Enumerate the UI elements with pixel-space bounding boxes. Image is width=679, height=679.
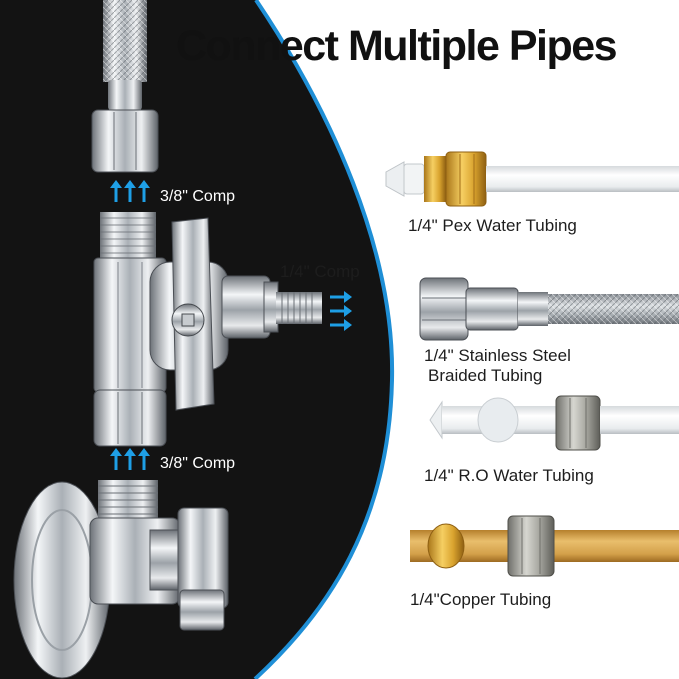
copper-tubing-illustration bbox=[410, 515, 679, 577]
angle-stop-valve bbox=[13, 480, 229, 679]
arrow-right-icon bbox=[330, 291, 352, 331]
ro-water-tubing-illustration bbox=[429, 395, 679, 451]
blue-accent-curve bbox=[253, 0, 395, 679]
side-outlet-label: 1/4" Comp bbox=[280, 262, 360, 281]
pex-tubing-label: 1/4" Pex Water Tubing bbox=[408, 216, 577, 235]
pex-tubing-illustration bbox=[385, 151, 679, 207]
stainless-tubing-label: 1/4" Stainless Steel Braided Tubing bbox=[424, 346, 571, 386]
stainless-braided-tubing-illustration bbox=[419, 277, 679, 341]
top-braided-hose bbox=[91, 0, 159, 173]
bottom-inlet-label: 3/8" Comp bbox=[160, 455, 236, 472]
ro-tubing-label: 1/4" R.O Water Tubing bbox=[424, 466, 594, 485]
arrow-up-icon bbox=[110, 180, 150, 202]
copper-tubing-label: 1/4"Copper Tubing bbox=[410, 590, 552, 609]
stainless-tubing-label-line-2: Braided Tubing bbox=[428, 366, 543, 385]
top-inlet-label: 3/8" Comp bbox=[160, 188, 236, 205]
quarter-turn-valve bbox=[93, 212, 322, 447]
headline-title: Connect Multiple Pipes bbox=[176, 22, 618, 70]
stainless-tubing-label-line-1: 1/4" Stainless Steel bbox=[424, 346, 571, 365]
arrow-up-icon bbox=[110, 448, 150, 470]
